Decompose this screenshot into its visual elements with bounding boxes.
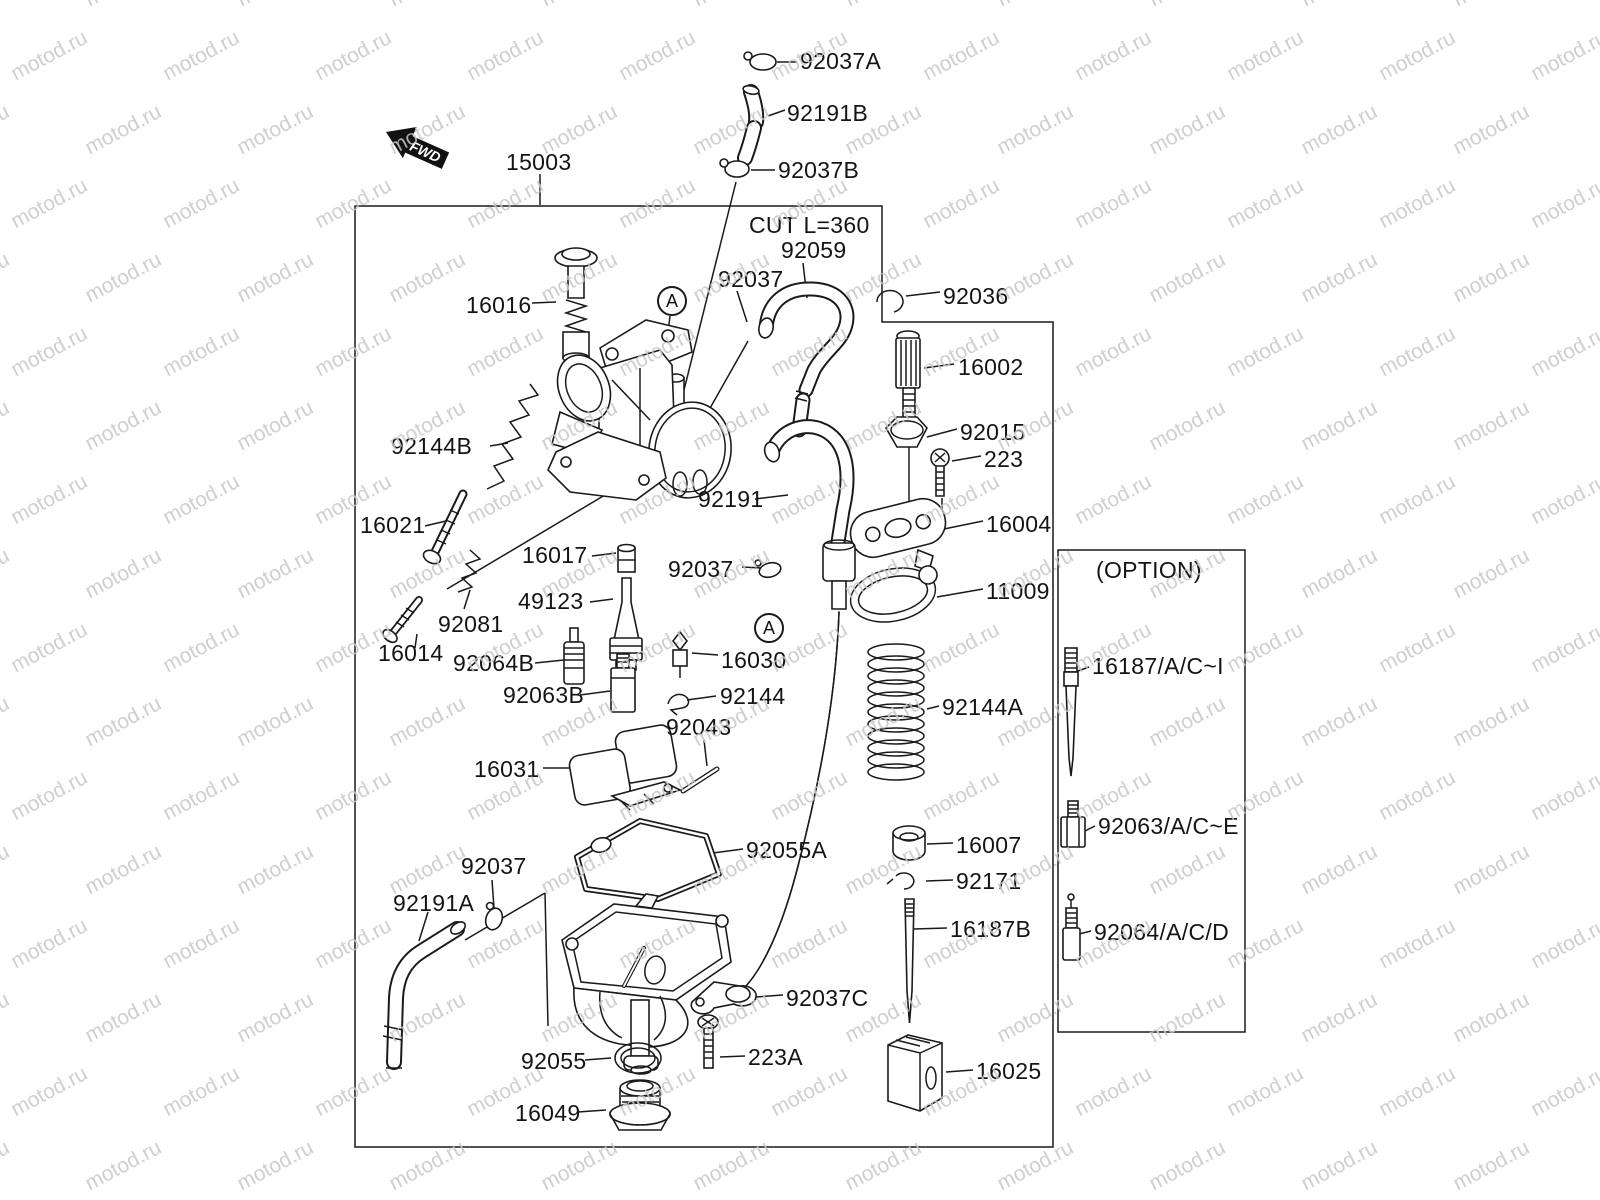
option-box — [1057, 549, 1246, 1033]
part-screw-223A — [697, 1014, 719, 1069]
part-clamp-92037B — [719, 158, 750, 178]
part-adjuster-16002 — [895, 330, 921, 421]
leader-lines — [414, 61, 1096, 1113]
part-clamp-92037A — [743, 51, 777, 71]
part-clamp-92037-mid — [754, 559, 782, 579]
part-clip-92144 — [667, 693, 690, 716]
part-clip-92171 — [886, 872, 915, 890]
part-bracket-92037C — [690, 981, 757, 1015]
part-hose-92191A — [382, 921, 467, 1070]
part-float-bowl — [561, 893, 732, 1075]
part-hose-92191 — [743, 419, 856, 989]
part-clip-92036 — [876, 289, 904, 313]
part-option-needle-16187 — [1063, 647, 1079, 777]
fwd-direction-arrow: FWD — [386, 127, 450, 169]
part-spring-92144A — [867, 643, 925, 781]
part-gasket-92055A — [574, 818, 722, 902]
part-option-pilot-jet-92064 — [1062, 893, 1081, 961]
part-screw-16014 — [382, 596, 423, 644]
part-spring-92144B — [486, 383, 540, 490]
part-gasket-11009 — [849, 565, 938, 623]
part-pin-92043 — [680, 766, 720, 794]
part-needle-16187B — [904, 898, 915, 1024]
part-screw-223 — [930, 448, 950, 497]
part-clamp-92037-bottom — [484, 901, 504, 931]
part-float-assy-16031 — [568, 724, 683, 811]
part-needle-valve-16030 — [671, 630, 689, 678]
part-float-16025 — [887, 1034, 943, 1112]
part-jet-92063B — [610, 653, 636, 713]
part-carburetor-body — [547, 247, 732, 501]
part-tube-92191B — [737, 84, 765, 166]
part-spring-92081 — [457, 549, 482, 593]
part-option-main-jet-92063 — [1060, 800, 1086, 848]
part-nut-92015 — [884, 416, 928, 448]
part-oring-92055 — [614, 1042, 662, 1074]
part-nut-16007 — [892, 825, 926, 861]
main-assembly-box — [354, 205, 1054, 1148]
part-hose-92059 — [758, 281, 855, 438]
part-screw-16021 — [422, 489, 468, 565]
part-jet-92064B — [563, 627, 585, 685]
part-16017 — [617, 543, 636, 573]
part-bracket-16004 — [849, 497, 947, 573]
part-drain-plug-16049 — [609, 1079, 671, 1131]
